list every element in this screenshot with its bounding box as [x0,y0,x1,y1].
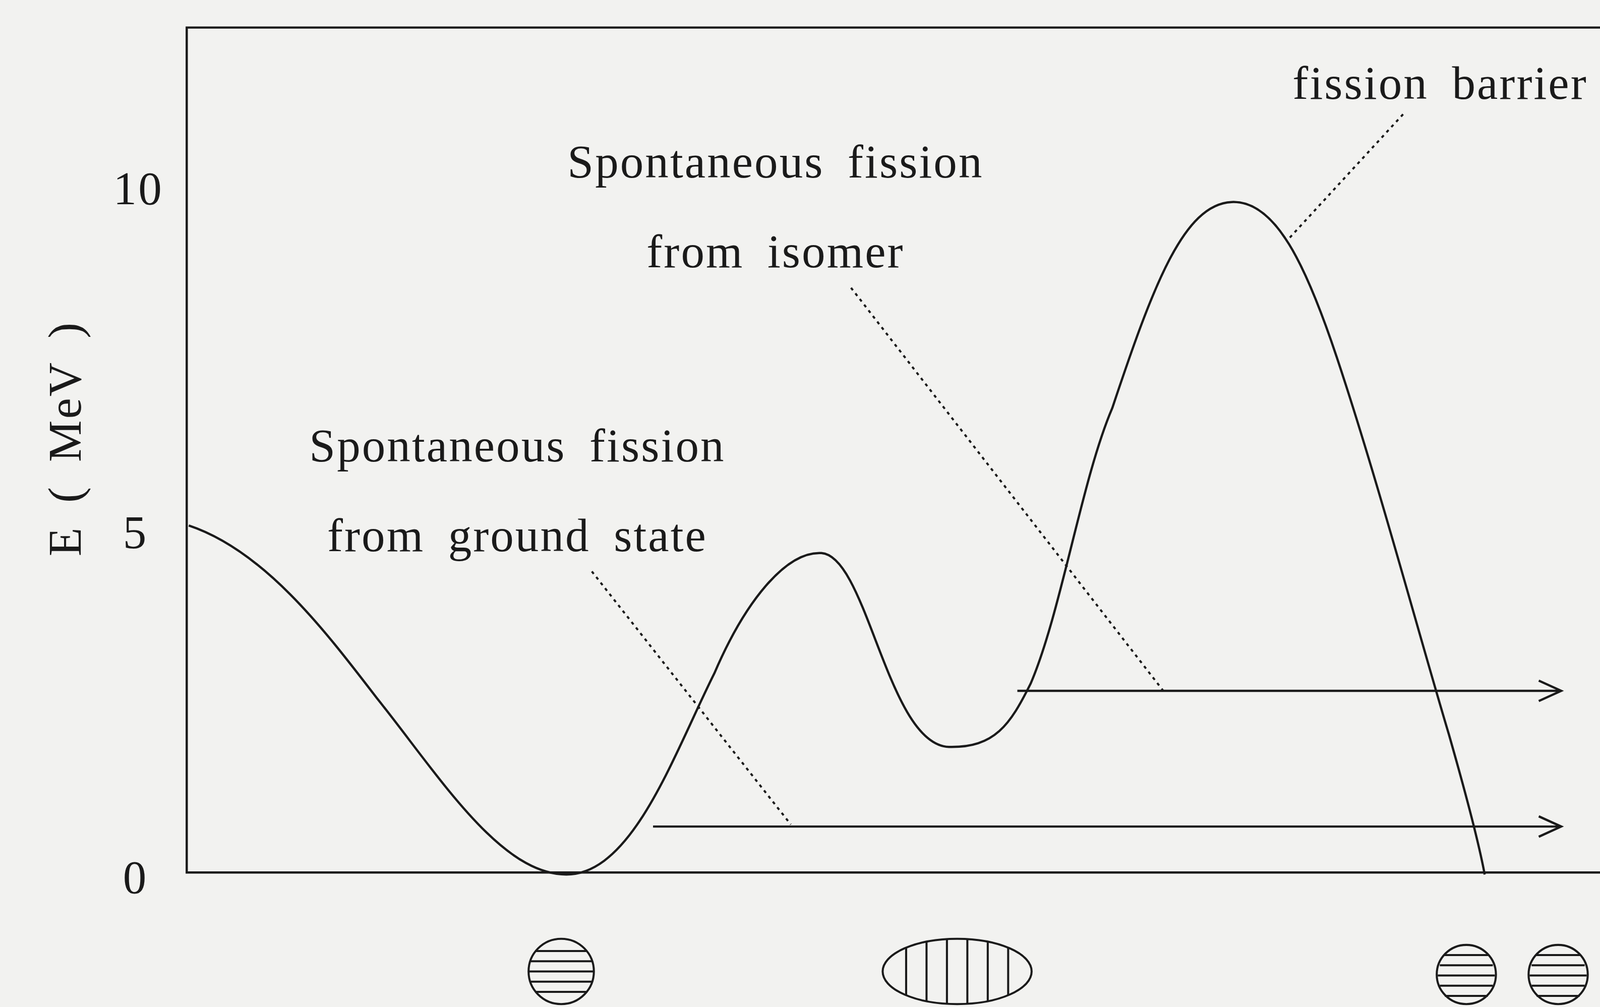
sphere-nucleus [528,938,595,1005]
leader-line [1287,114,1404,241]
fragment-nucleus [1436,944,1496,1004]
plot-frame [186,27,1600,873]
leader-line [591,571,792,825]
deformed-nucleus [882,938,1032,1005]
axis-tick: 5 [123,487,149,578]
axis-title: E ( MeV ) [20,321,110,557]
axis-tick: 10 [113,143,164,234]
axis-tick: 0 [123,832,149,923]
fragment-nucleus [1528,944,1588,1004]
ground-fission-arrow [653,816,1562,837]
annotation-label: Spontaneous fission from ground state [262,400,773,581]
potential-curve [188,202,1485,875]
leader-line [851,287,1164,691]
callout-label: fission barrier [1292,38,1588,129]
annotation-label: Spontaneous fission from isomer [520,117,1031,298]
isomer-fission-arrow [1017,680,1562,701]
